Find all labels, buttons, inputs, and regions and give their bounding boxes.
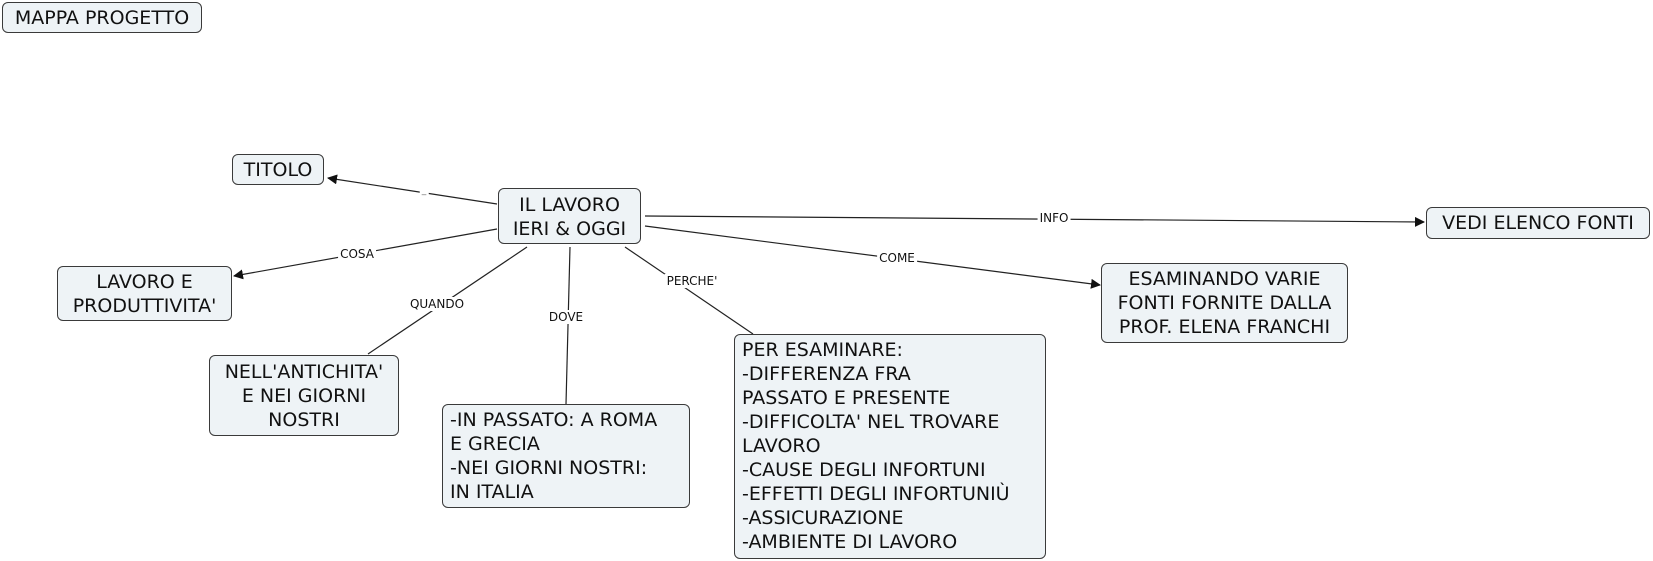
edge-to-passato	[565, 246, 571, 405]
edge-label-quando: QUANDO	[407, 297, 467, 311]
edge-to-fonti	[644, 225, 1101, 289]
edge-label-come: COME	[877, 251, 917, 265]
node-center-il-lavoro[interactable]: IL LAVORO IERI & OGGI	[498, 188, 641, 244]
page-title: MAPPA PROGETTO	[2, 2, 202, 33]
edge-to-elenco	[644, 215, 1425, 227]
node-esaminare[interactable]: PER ESAMINARE: -DIFFERENZA FRA PASSATO E…	[734, 334, 1046, 559]
edge-label-perche: PERCHE'	[664, 274, 720, 288]
node-lavoro-produttivita[interactable]: LAVORO E PRODUTTIVITA'	[57, 266, 232, 321]
edge-label-dove: DOVE	[546, 310, 586, 324]
edge-to-esaminare	[624, 246, 754, 335]
node-fonti[interactable]: ESAMINANDO VARIE FONTI FORNITE DALLA PRO…	[1101, 263, 1348, 343]
node-passato[interactable]: -IN PASSATO: A ROMA E GRECIA -NEI GIORNI…	[442, 404, 690, 508]
edge-label-cosa: COSA	[338, 247, 376, 261]
node-antichita[interactable]: NELL'ANTICHITA' E NEI GIORNI NOSTRI	[209, 355, 399, 436]
edge-label-titolo: _	[419, 184, 429, 198]
node-titolo[interactable]: TITOLO	[232, 154, 324, 185]
edge-to-titolo	[327, 174, 498, 205]
edge-label-info: INFO	[1037, 211, 1071, 225]
node-elenco-fonti[interactable]: VEDI ELENCO FONTI	[1426, 207, 1650, 239]
